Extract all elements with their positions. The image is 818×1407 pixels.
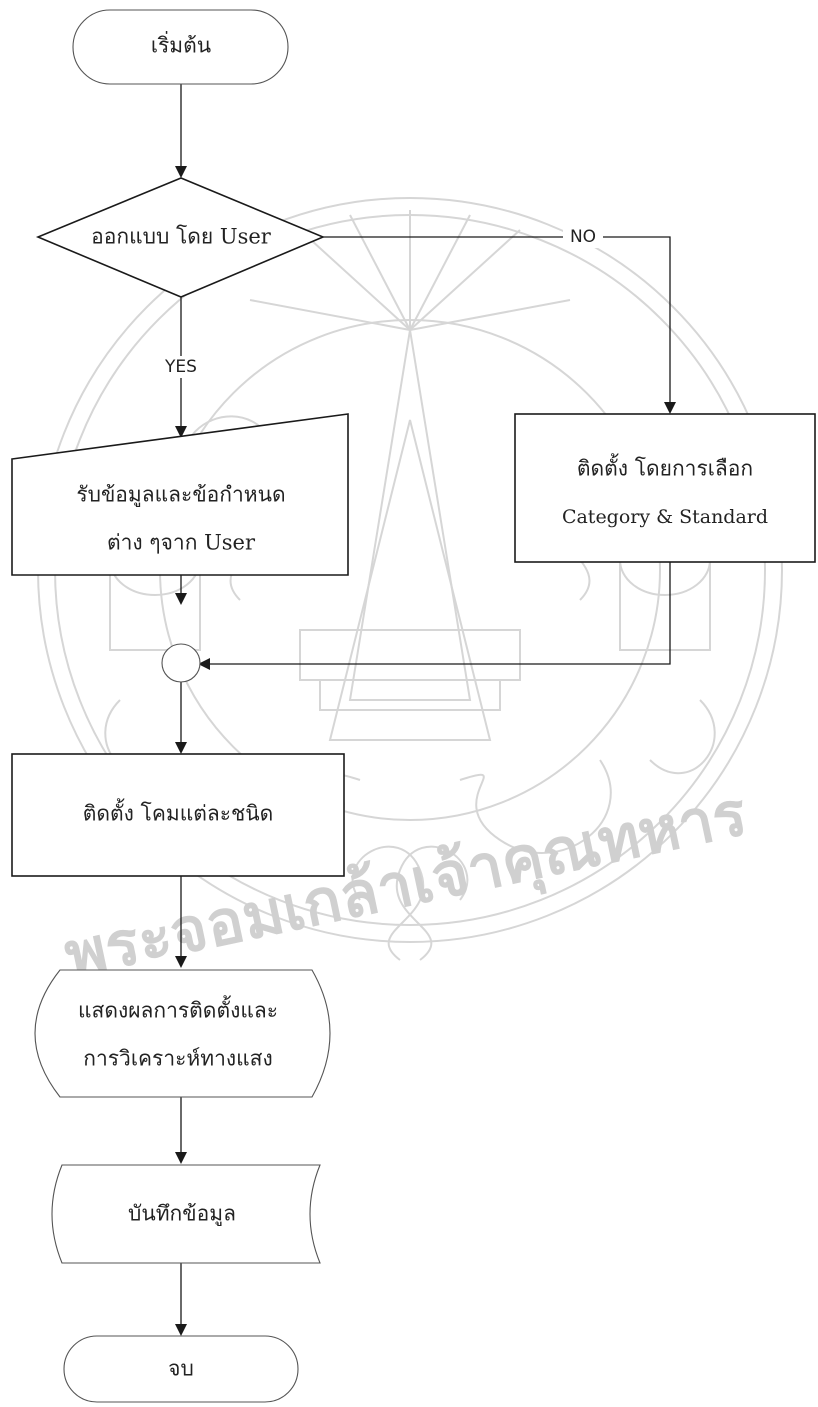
start-label: เริ่มต้น [151,31,211,58]
edge-decision-no [323,236,671,404]
end-terminator: จบ [63,1335,299,1403]
save-data-shape: บันทึกข้อมูล [51,1164,321,1264]
display-label-line2: การวิเคราะห์ทางแสง [83,1047,273,1071]
arrowhead-icon [175,166,187,178]
start-terminator: เริ่มต้น [72,9,289,85]
yes-label: YES [164,357,197,377]
decision-diamond: ออกแบบ โดย User [35,177,326,298]
flow-connectors [175,84,676,1336]
auto-install-process: ติดตั้ง โดยการเลือก Category & Standard [514,413,816,563]
arrowhead-icon [175,742,187,754]
no-label: NO [570,227,596,247]
display-label-line1: แสดงผลการติดตั้งและ [78,996,278,1023]
edge-labels: YES NO [158,226,603,378]
arrowhead-icon [664,402,676,414]
junction-connector [161,643,201,683]
arrowhead-icon [175,426,187,438]
save-label: บันทึกข้อมูล [128,1202,236,1227]
input-label-line2: ต่าง ๆจาก User [107,531,256,555]
install-lamps-label: ติดตั้ง โคมแต่ละชนิด [83,799,274,826]
arrowhead-icon [198,658,210,670]
display-shape: แสดงผลการติดตั้งและ การวิเคราะห์ทางแสง [34,969,331,1098]
arrowhead-icon [175,956,187,968]
manual-input-shape: รับข้อมูลและข้อกำหนด ต่าง ๆจาก User [11,413,349,576]
arrowhead-icon [175,1324,187,1336]
edge-auto-install-to-junction [208,562,671,665]
end-label: จบ [168,1357,194,1381]
decision-label: ออกแบบ โดย User [91,225,272,249]
install-lamps-process: ติดตั้ง โคมแต่ละชนิด [11,753,345,877]
input-label-line1: รับข้อมูลและข้อกำหนด [76,483,285,508]
arrowhead-icon [175,1152,187,1164]
auto-install-label-line1: ติดตั้ง โดยการเลือก [577,454,753,481]
arrowhead-icon [175,593,187,605]
auto-install-label-line2: Category & Standard [562,506,768,528]
